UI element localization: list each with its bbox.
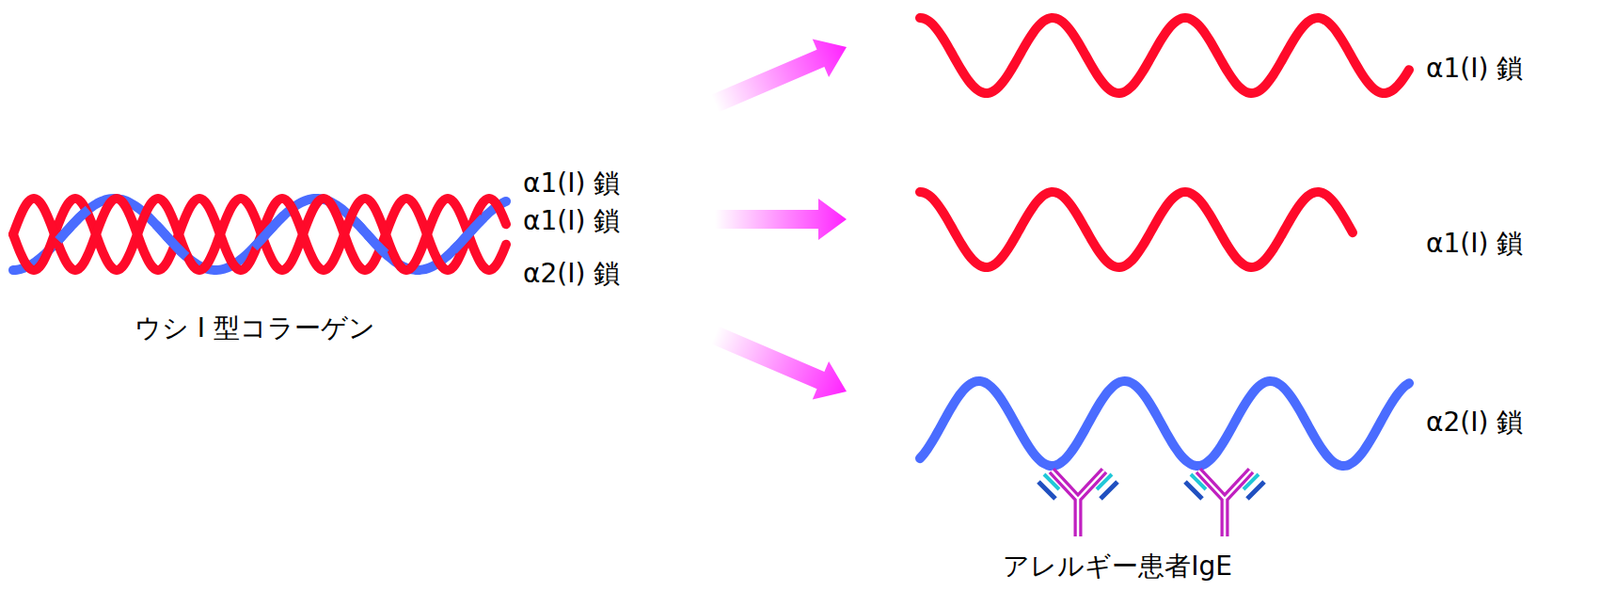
chain-label: α1(I) 鎖 xyxy=(522,205,620,238)
triple-helix xyxy=(13,198,507,270)
chain-label: α1(I) 鎖 xyxy=(1425,52,1523,85)
alpha1-strand xyxy=(13,198,507,270)
ige-antibody xyxy=(1185,470,1265,537)
alpha2-strand xyxy=(58,209,89,241)
arrow-shape xyxy=(714,198,847,240)
alpha2-strand xyxy=(13,198,507,270)
alpha2-strand xyxy=(453,218,484,251)
ige-antibody xyxy=(1038,470,1118,537)
alpha2-strand xyxy=(355,221,386,254)
chain-label: α2(I) 鎖 xyxy=(522,257,620,290)
alpha1-strand xyxy=(13,198,507,270)
single-chain xyxy=(919,17,1410,94)
heavy-chain xyxy=(1051,470,1105,537)
alpha2-strand xyxy=(156,224,187,257)
chain-label: α1(I) 鎖 xyxy=(1425,227,1523,260)
heavy-chain xyxy=(1051,470,1105,537)
light-chain xyxy=(1190,474,1259,490)
title-label: ウシ I 型コラーゲン xyxy=(134,312,376,345)
arrow xyxy=(714,198,847,240)
chain-label: α2(I) 鎖 xyxy=(1425,406,1523,439)
single-chain xyxy=(919,380,1410,466)
light-chain xyxy=(1044,474,1112,490)
light-chain xyxy=(1038,481,1118,499)
heavy-chain xyxy=(1198,470,1252,537)
antibody-label: アレルギー患者IgE xyxy=(1002,550,1233,583)
light-chain xyxy=(1185,481,1265,499)
chain-label: α1(I) 鎖 xyxy=(522,167,620,200)
arrow xyxy=(706,28,855,123)
alpha2-strand xyxy=(253,215,285,248)
single-chain xyxy=(919,191,1353,268)
arrow-shape xyxy=(706,316,855,411)
arrow xyxy=(706,316,855,411)
heavy-chain xyxy=(1198,470,1252,537)
arrow-shape xyxy=(706,28,855,123)
